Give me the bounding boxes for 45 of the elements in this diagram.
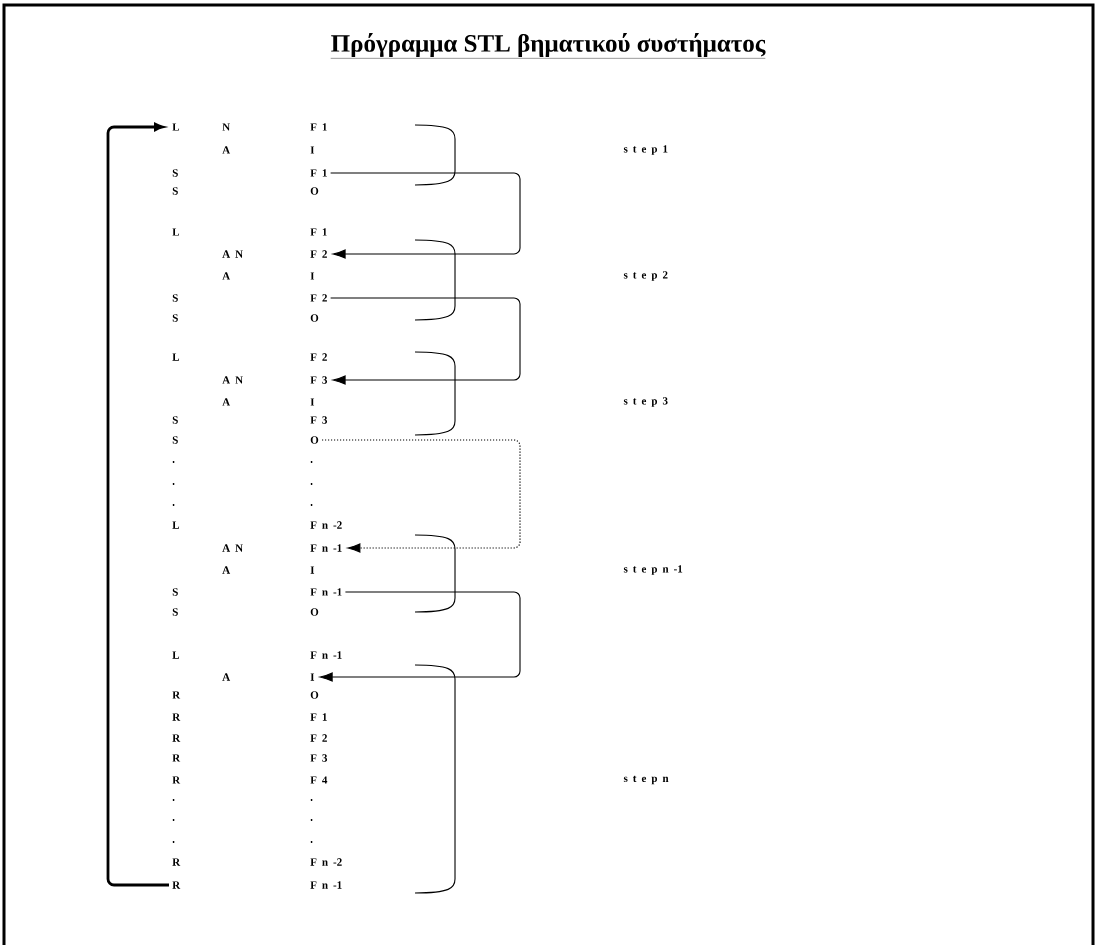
step-label: s t e p 1: [623, 145, 668, 155]
code-line: A I: [222, 566, 315, 574]
step-label: s t e p n -1: [623, 565, 683, 575]
code-line: S F 1: [172, 169, 327, 177]
code-line: S F 3: [172, 416, 328, 424]
code-line: S O: [172, 608, 319, 616]
code-line: R F 3: [172, 754, 328, 762]
code-line: S F 2: [172, 294, 327, 302]
code-line: A I: [222, 272, 315, 280]
code-line: . .: [172, 461, 313, 463]
code-line: A I: [222, 398, 315, 406]
code-line: R F n -1: [172, 881, 342, 889]
step-label: s t e p n: [623, 775, 669, 785]
code-line: A N F 3: [222, 376, 328, 384]
code-line: L F 2: [172, 353, 327, 361]
code-line: L N F 1: [172, 123, 327, 131]
code-line: A N F n -1: [222, 544, 342, 552]
step-label: s t e p 2: [623, 271, 668, 281]
arrow: [106, 122, 169, 887]
code-line: R F 2: [172, 734, 327, 742]
title: Πρόγραμμα STL βηματικού συστήματος: [330, 33, 766, 59]
code-line: . .: [172, 504, 313, 506]
arrow: [330, 172, 521, 259]
code-line: . .: [172, 799, 313, 801]
code-line: R F 4: [172, 776, 328, 784]
code-line: L F 1: [172, 228, 327, 236]
code-line: R F 1: [172, 713, 327, 721]
code-line: L F n -2: [172, 521, 342, 529]
code-line: . .: [172, 819, 313, 821]
code-line: . .: [172, 841, 313, 843]
code-line: A I: [222, 146, 315, 154]
code-line: . .: [172, 483, 313, 485]
code-line: S O: [172, 314, 319, 322]
code-line: L F n -1: [172, 651, 342, 659]
arrow: [321, 439, 521, 553]
code-line: A N F 2: [222, 250, 327, 258]
code-line: R O: [172, 691, 319, 699]
code-line: R F n -2: [172, 858, 342, 866]
arrow: [319, 591, 521, 682]
step-label: s t e p 3: [623, 397, 668, 407]
code-line: S O: [172, 436, 319, 444]
code-line: S F n -1: [172, 588, 342, 596]
code-line: A I: [222, 673, 315, 681]
arrow: [330, 297, 521, 385]
code-line: S O: [172, 187, 319, 195]
